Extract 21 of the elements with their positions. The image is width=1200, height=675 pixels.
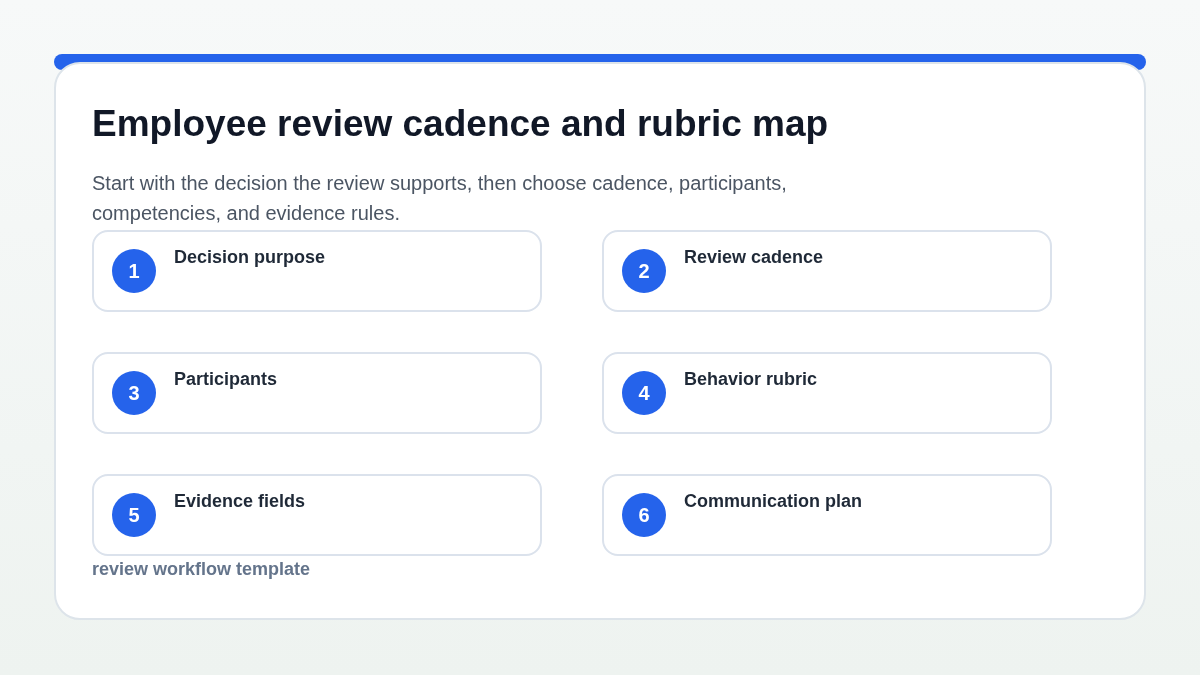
step-title: Participants (174, 368, 278, 390)
step-card (92, 352, 542, 434)
number-circle: 2 (622, 249, 666, 293)
step-title: Evidence fields (174, 490, 306, 512)
subtitle: Start with the decision the review supports, then choose cadence, participants, competencies, and evidence rules. (92, 171, 788, 226)
step-card (602, 230, 1052, 312)
number-circle: 3 (112, 371, 156, 415)
step-card (602, 474, 1052, 556)
number-circle: 4 (622, 371, 666, 415)
step-card (92, 474, 542, 556)
step-title: Communication plan (684, 490, 862, 512)
step-title: Behavior rubric (684, 368, 818, 390)
step-card (602, 352, 1052, 434)
step-title: Review cadence (684, 246, 824, 268)
number-circle: 6 (622, 493, 666, 537)
footer-text: review workflow template (92, 558, 311, 580)
number-circle: 5 (112, 493, 156, 537)
title: Employee review cadence and rubric map (92, 102, 829, 146)
step-card (92, 230, 542, 312)
number-circle: 1 (112, 249, 156, 293)
step-title: Decision purpose (174, 246, 326, 268)
